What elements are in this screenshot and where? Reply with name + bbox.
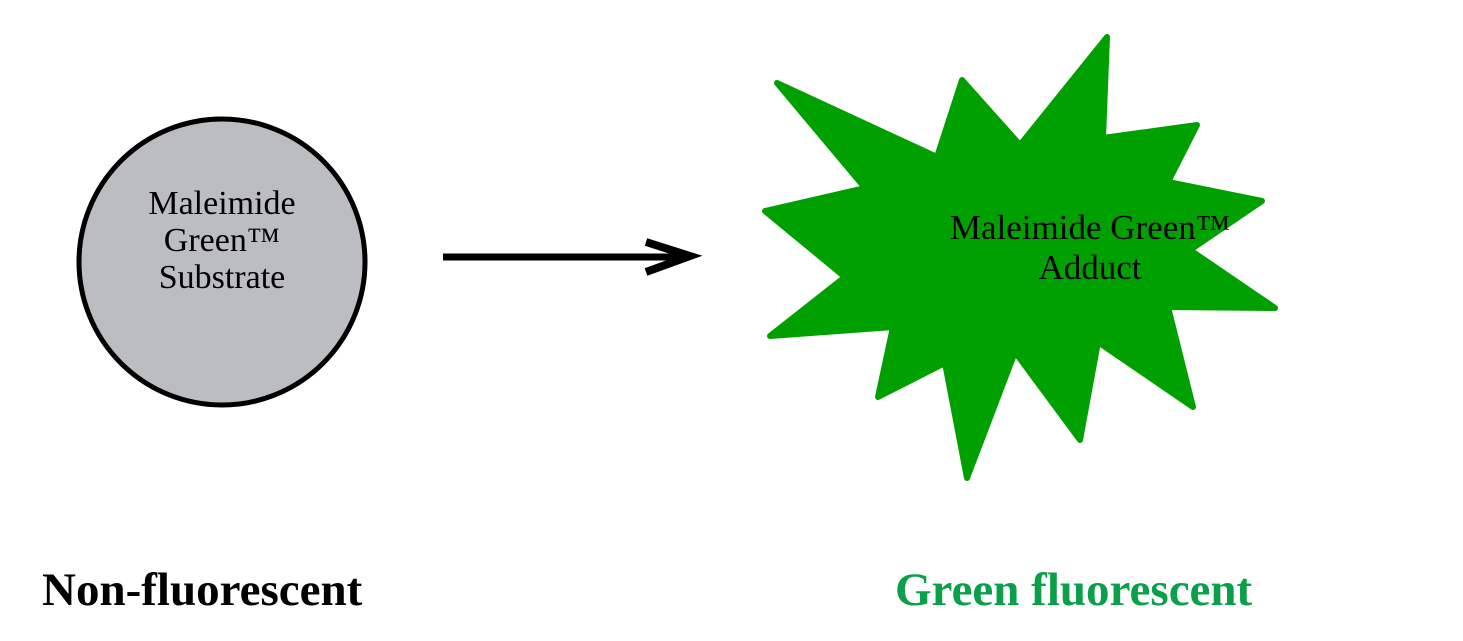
substrate-label: Maleimide Green™ Substrate xyxy=(80,185,364,296)
adduct-label: Maleimide Green™ Adduct xyxy=(880,208,1300,288)
adduct-label-line-1: Maleimide Green™ xyxy=(949,208,1231,247)
substrate-label-line-2: Green™ xyxy=(163,222,281,259)
substrate-label-line-3: Substrate xyxy=(158,259,286,296)
adduct-starburst xyxy=(762,34,1278,481)
substrate-circle xyxy=(76,116,368,408)
substrate-label-line-1: Maleimide xyxy=(148,185,296,222)
adduct-label-line-2: Adduct xyxy=(1038,248,1142,287)
reaction-arrow-icon xyxy=(443,238,703,276)
green-fluorescent-caption: Green fluorescent xyxy=(895,564,1253,616)
non-fluorescent-caption: Non-fluorescent xyxy=(42,564,363,616)
